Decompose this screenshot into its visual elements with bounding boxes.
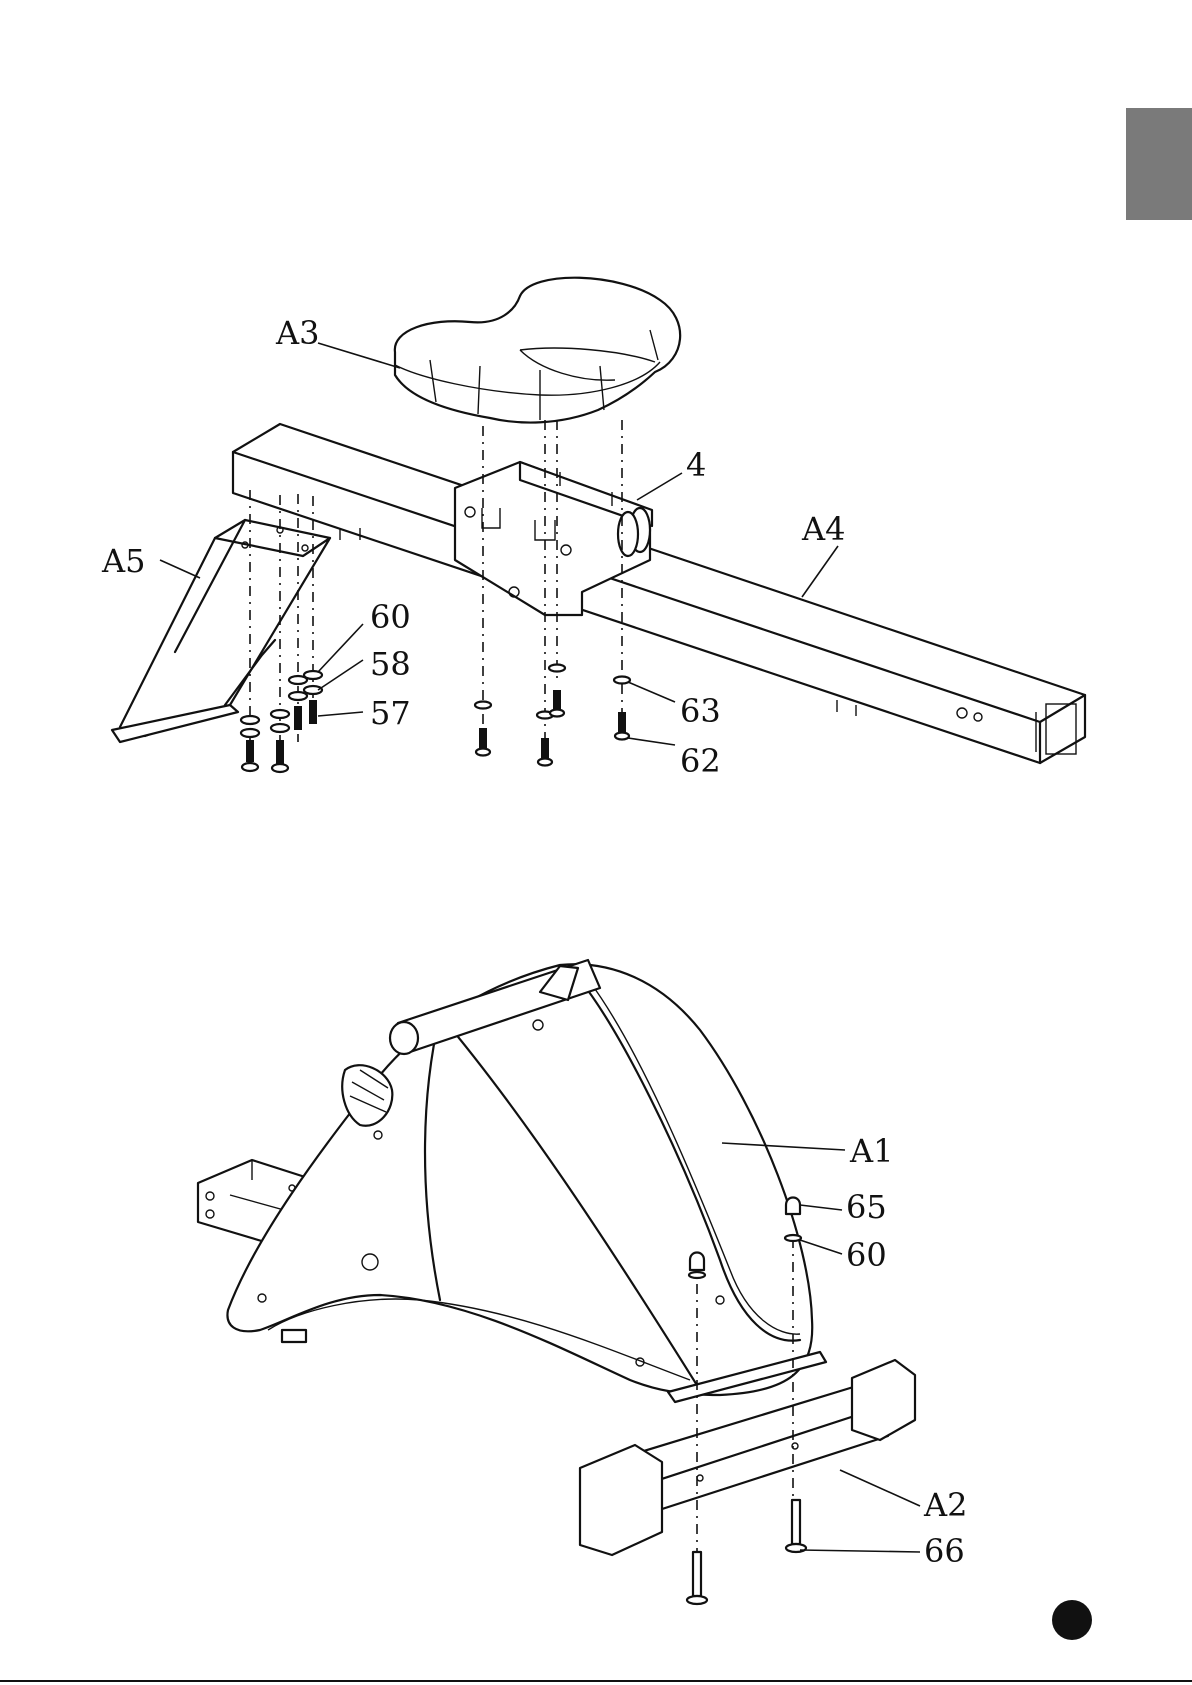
- frame-a1: [227, 960, 826, 1402]
- label-a1: A1: [849, 1132, 893, 1170]
- label-part-65: 65: [846, 1188, 887, 1226]
- label-part-62: 62: [680, 742, 721, 780]
- label-a5: A5: [101, 542, 145, 580]
- frame-stabilizer-drawing: A1 65 60 A2 66: [198, 960, 967, 1604]
- hardware-carriage: [475, 665, 630, 766]
- label-part-63: 63: [680, 692, 721, 730]
- label-a2: A2: [923, 1486, 967, 1524]
- seat-rail-assembly-drawing: A3 4 A4 A5 60 58 57 63 62: [101, 278, 1085, 780]
- section-tab: [1126, 108, 1192, 220]
- label-part-4: 4: [686, 446, 706, 484]
- seat-a3: [395, 278, 680, 423]
- label-part-58: 58: [370, 645, 411, 683]
- label-part-57: 57: [370, 694, 411, 732]
- label-part-66: 66: [924, 1532, 965, 1570]
- label-a3: A3: [275, 314, 319, 352]
- hardware-left: [241, 671, 322, 772]
- label-a4: A4: [801, 510, 845, 548]
- label-part-60-lower: 60: [846, 1236, 887, 1274]
- label-part-60: 60: [370, 598, 411, 636]
- page-number-badge: [1052, 1600, 1092, 1640]
